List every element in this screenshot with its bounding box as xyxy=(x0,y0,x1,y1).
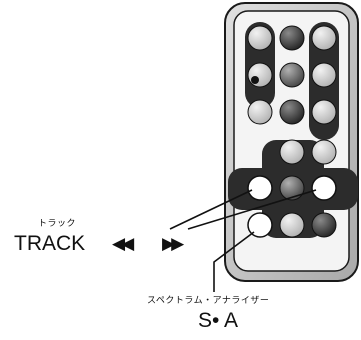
remote-button xyxy=(311,99,337,125)
callout-line-track-forward xyxy=(187,189,317,230)
remote-button xyxy=(311,212,337,238)
remote-button xyxy=(279,212,305,238)
remote-button xyxy=(247,99,273,125)
remote-button xyxy=(311,62,337,88)
track-label: TRACK xyxy=(14,232,86,255)
remote-button xyxy=(279,139,305,165)
remote-button xyxy=(247,25,273,51)
remote-button-dot xyxy=(251,76,259,84)
spectrum-analyzer-label: S• A xyxy=(198,309,239,332)
remote-button xyxy=(279,25,305,51)
remote-button xyxy=(311,25,337,51)
track-forward-button xyxy=(311,175,337,201)
center-button xyxy=(279,175,305,201)
track-back-button xyxy=(247,175,273,201)
remote-button xyxy=(311,139,337,165)
spectrum-analyzer-button xyxy=(247,212,273,238)
callout-line-track-back xyxy=(169,189,253,230)
remote-button xyxy=(247,62,273,88)
rewind-icon: ◀◀ xyxy=(112,234,134,254)
remote-button xyxy=(279,62,305,88)
callout-line-spectrum-analyzer xyxy=(213,231,255,292)
fast-forward-icon: ▶▶ xyxy=(162,234,184,254)
spectrum-analyzer-ruby-label: スペクトラム・アナライザー xyxy=(147,296,270,306)
track-ruby-label: トラック xyxy=(38,219,77,229)
remote-button xyxy=(279,99,305,125)
